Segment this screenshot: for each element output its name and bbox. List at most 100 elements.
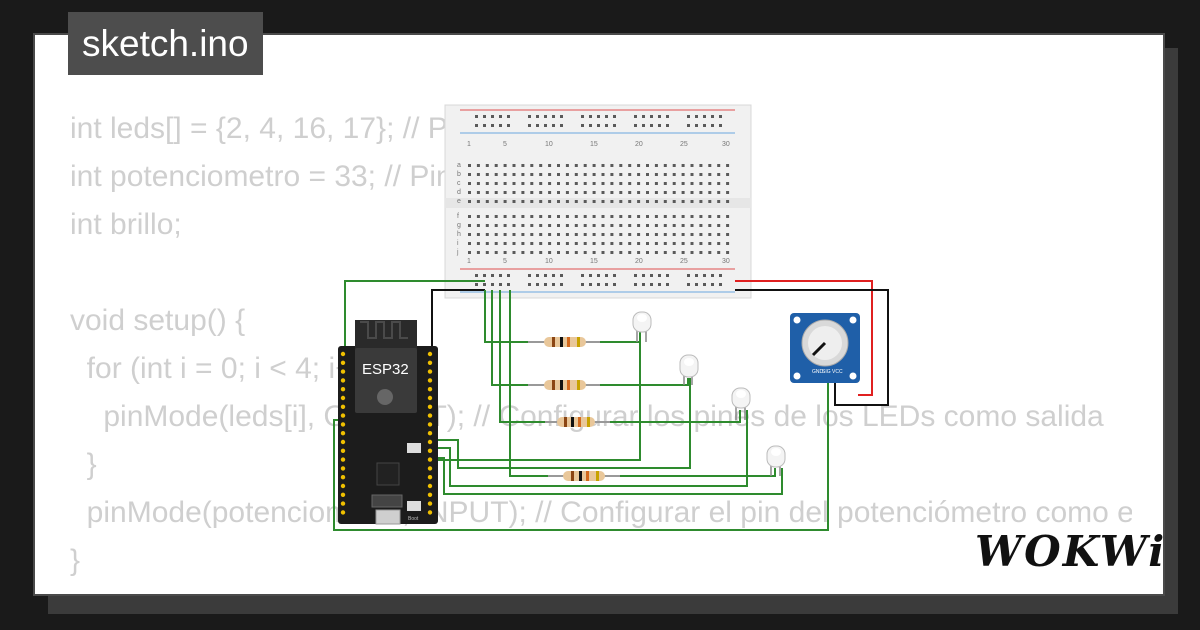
- rail-hole: [499, 124, 502, 127]
- rail-hole: [544, 124, 547, 127]
- breadboard-hole: [646, 200, 649, 203]
- breadboard-hole: [699, 182, 703, 185]
- rail-hole: [581, 124, 584, 127]
- row-letter: d: [457, 189, 461, 196]
- resistors: [528, 337, 620, 481]
- rail-hole: [552, 124, 555, 127]
- esp32-pin: [340, 404, 346, 409]
- breadboard-hole: [699, 164, 703, 167]
- breadboard-hole: [565, 191, 569, 194]
- column-number: 5: [503, 141, 507, 148]
- rail-hole: [605, 274, 608, 277]
- breadboard-hole: [583, 164, 587, 167]
- rail-hole: [507, 283, 510, 286]
- breadboard-hole: [583, 182, 587, 185]
- column-number: 15: [590, 141, 598, 148]
- rail-hole: [528, 124, 531, 127]
- breadboard-hole: [690, 233, 694, 236]
- esp32-pin: [427, 466, 433, 471]
- rail-hole: [491, 274, 494, 277]
- breadboard-hole: [468, 191, 471, 194]
- esp32-pin: [340, 360, 346, 365]
- rail-hole: [528, 274, 531, 277]
- column-number: 5: [503, 258, 507, 265]
- breadboard-hole: [574, 200, 578, 203]
- breadboard-hole: [592, 200, 596, 203]
- breadboard-hole: [619, 182, 623, 185]
- esp32-pin: [340, 492, 346, 497]
- breadboard-hole: [708, 224, 712, 227]
- breadboard-hole: [628, 200, 632, 203]
- row-letter: g: [457, 222, 461, 229]
- breadboard-hole: [681, 173, 685, 176]
- breadboard-hole: [663, 242, 667, 245]
- rail-hole: [687, 124, 690, 127]
- breadboard-hole: [503, 224, 507, 227]
- breadboard-hole: [681, 200, 685, 203]
- breadboard-hole: [708, 200, 712, 203]
- breadboard-hole: [565, 242, 569, 245]
- breadboard-hole: [468, 233, 471, 236]
- rail-hole: [687, 283, 690, 286]
- breadboard-hole: [539, 233, 543, 236]
- row-letter: b: [457, 171, 461, 178]
- breadboard-hole: [521, 182, 525, 185]
- rail-hole: [658, 283, 661, 286]
- breadboard-hole: [717, 251, 721, 254]
- breadboard-hole: [521, 200, 525, 203]
- rail-hole: [507, 274, 510, 277]
- breadboard-hole: [503, 191, 507, 194]
- breadboard-hole: [663, 200, 667, 203]
- rail-hole: [605, 124, 608, 127]
- breadboard-hole: [690, 224, 694, 227]
- rail-hole: [544, 274, 547, 277]
- breadboard-hole: [672, 224, 676, 227]
- rail-hole: [597, 274, 600, 277]
- esp32-pin: [427, 422, 433, 427]
- rail-hole: [703, 115, 706, 118]
- breadboard-hole: [539, 215, 543, 218]
- breadboard-hole: [601, 173, 605, 176]
- breadboard-hole: [557, 191, 560, 194]
- breadboard-hole: [663, 173, 667, 176]
- breadboard-hole: [619, 224, 623, 227]
- breadboard-hole: [494, 224, 498, 227]
- breadboard-hole: [663, 182, 667, 185]
- breadboard-hole: [637, 251, 641, 254]
- breadboard-hole: [646, 215, 649, 218]
- breadboard-hole: [565, 215, 569, 218]
- breadboard-hole: [530, 164, 534, 167]
- breadboard-hole: [521, 191, 525, 194]
- rail-hole: [499, 274, 502, 277]
- breadboard-hole: [476, 224, 480, 227]
- breadboard-hole: [485, 182, 489, 185]
- breadboard-hole: [619, 164, 623, 167]
- breadboard: a b c d e f g h i j 1 5 10 15 20 25 30 1…: [444, 104, 752, 299]
- breadboard-hole: [610, 200, 614, 203]
- esp32-pin: [340, 466, 346, 471]
- rail-hole: [719, 115, 722, 118]
- breadboard-hole: [530, 242, 534, 245]
- breadboard-hole: [485, 251, 489, 254]
- breadboard-hole: [592, 215, 596, 218]
- breadboard-hole: [592, 182, 596, 185]
- breadboard-hole: [637, 224, 641, 227]
- breadboard-hole: [717, 233, 721, 236]
- rail-hole: [613, 283, 616, 286]
- rail-hole: [536, 115, 539, 118]
- rail-hole: [560, 274, 563, 277]
- esp32-pin: [340, 439, 346, 445]
- rail-hole: [605, 115, 608, 118]
- rail-hole: [483, 115, 486, 118]
- rail-hole: [491, 283, 494, 286]
- rail-hole: [695, 115, 698, 118]
- breadboard-hole: [610, 242, 614, 245]
- rail-hole: [650, 124, 653, 127]
- breadboard-hole: [574, 224, 578, 227]
- resistor: [545, 417, 610, 427]
- breadboard-hole: [565, 224, 569, 227]
- file-tab[interactable]: sketch.ino: [68, 12, 263, 75]
- esp32-pin: [427, 360, 433, 365]
- rail-hole: [499, 115, 502, 118]
- rail-hole: [507, 124, 510, 127]
